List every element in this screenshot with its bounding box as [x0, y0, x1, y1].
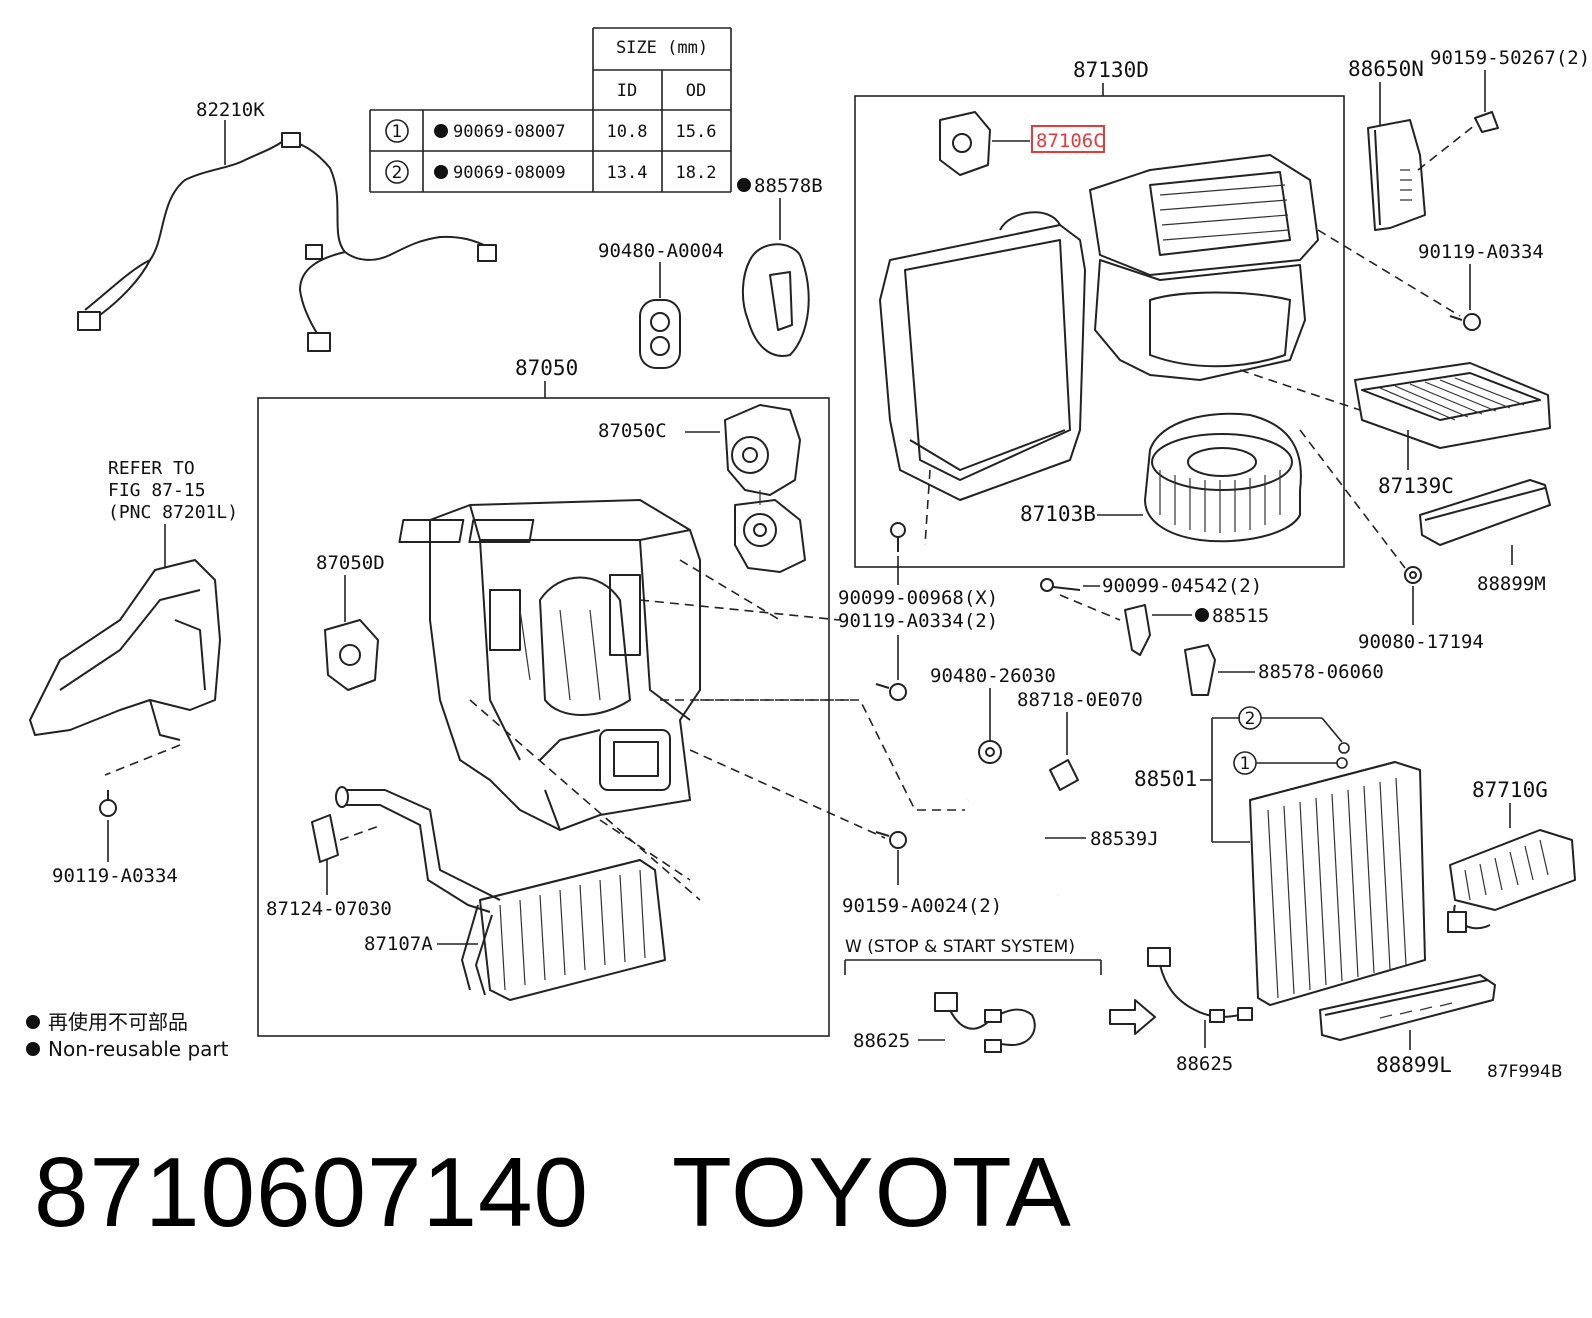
label-88539J: 88539J	[1090, 828, 1159, 850]
label-87130D: 87130D	[1073, 58, 1149, 82]
label-90119-A0334-2: 90119-A0334(2)	[838, 610, 998, 632]
label-88718-0E070: 88718-0E070	[1017, 689, 1143, 711]
legend: 再使用不可部品 Non-reusable part	[26, 1010, 229, 1061]
label-refer-to: REFER TO	[108, 458, 195, 479]
label-87050C: 87050C	[598, 420, 667, 442]
table-row-1-od: 15.6	[676, 122, 717, 142]
screw-90159-50267: 90159-50267(2)	[1430, 47, 1590, 133]
clip-88718-0E070: 88718-0E070	[1017, 689, 1143, 791]
label-90080-17194: 90080-17194	[1358, 631, 1484, 653]
label-88650N: 88650N	[1348, 57, 1424, 81]
label-87107A: 87107A	[364, 933, 433, 955]
label-87050D: 87050D	[316, 552, 385, 574]
circle-label-2: 2	[1245, 709, 1256, 729]
wire-harness-82210K: 82210K	[77, 99, 497, 352]
bolt-90119-A0334-right: 90119-A0334	[1317, 229, 1544, 331]
label-90119-A0334-right: 90119-A0334	[1418, 241, 1544, 263]
label-90099-04542: 90099-04542(2)	[1102, 575, 1262, 597]
table-header-od: OD	[686, 81, 706, 101]
label-90099-00968: 90099-00968(X)	[838, 587, 998, 609]
label-stop-start: W (STOP & START SYSTEM)	[845, 937, 1075, 957]
label-88515: 88515	[1212, 605, 1269, 627]
label-88625-left: 88625	[853, 1030, 910, 1052]
screw-90099-04542: 90099-04542(2)	[1040, 575, 1262, 597]
label-82210K: 82210K	[196, 99, 265, 121]
table-row-2-id: 13.4	[607, 163, 648, 183]
table-row-2-part: 90069-08009	[453, 163, 566, 183]
label-87124-07030: 87124-07030	[266, 898, 392, 920]
clip-88578-06060: 88578-06060	[1184, 644, 1384, 696]
cover-88899L: 88899L	[1319, 974, 1496, 1077]
label-87710G: 87710G	[1472, 778, 1548, 802]
label-refer-fig: FIG 87-15	[108, 480, 206, 501]
clip-90080-17194: 90080-17194	[1299, 429, 1484, 653]
assembly-87050: 87050 87050C 87050D 87107A	[257, 356, 850, 1037]
label-87106C-highlighted: 87106C	[1036, 130, 1105, 152]
label-refer-pnc: (PNC 87201L)	[108, 502, 238, 523]
label-90480-26030: 90480-26030	[930, 665, 1056, 687]
label-88501: 88501	[1134, 767, 1197, 791]
label-90159-A0024: 90159-A0024(2)	[842, 895, 1002, 917]
screws-90099-00968: 90099-00968(X) 90119-A0334(2)	[838, 522, 998, 701]
size-table: SIZE (mm) ID OD 1 90069-08007 10.8 15.6 …	[369, 27, 732, 193]
label-90159-50267: 90159-50267(2)	[1430, 47, 1590, 69]
table-row-1-num: 1	[392, 122, 403, 142]
label-88899L: 88899L	[1376, 1053, 1452, 1077]
figure-code: 87F994B	[1487, 1062, 1563, 1082]
grommet-90480-26030: 90480-26030	[930, 665, 1056, 764]
label-88578-06060: 88578-06060	[1258, 661, 1384, 683]
heater-87710G: 87710G	[1447, 778, 1576, 933]
circle-label-1: 1	[1240, 754, 1251, 774]
legend-japanese: 再使用不可部品	[48, 1010, 188, 1034]
label-87139C: 87139C	[1378, 474, 1454, 498]
label-88625-right: 88625	[1176, 1053, 1233, 1075]
blower-assembly-87130D: 87130D 87106C 87103B	[854, 58, 1345, 568]
seal-88578B: 88578B	[737, 175, 823, 357]
evaporator-88501: 88501 2 1	[1134, 706, 1426, 1006]
table-header-id: ID	[617, 81, 637, 101]
label-87050: 87050	[515, 356, 578, 380]
amplifier-88650N: 88650N	[1348, 57, 1476, 231]
valve-88515: 88515	[1059, 594, 1269, 656]
table-row-1-id: 10.8	[607, 122, 648, 142]
table-row-1-part: 90069-08007	[453, 122, 566, 142]
table-header-size: SIZE (mm)	[616, 38, 708, 58]
grommet-90480-A0004: 90480-A0004	[598, 240, 724, 369]
brand-name: TOYOTA	[671, 1137, 1072, 1247]
label-90480-A0004: 90480-A0004	[598, 240, 724, 262]
duct-reference: REFER TO FIG 87-15 (PNC 87201L) 90119-A0…	[29, 458, 238, 887]
table-row-2-num: 2	[392, 163, 403, 183]
part-number: 8710607140	[34, 1137, 590, 1247]
label-88899M: 88899M	[1477, 573, 1546, 595]
label-87103B: 87103B	[1020, 502, 1096, 526]
label-90119-A0334-left: 90119-A0334	[52, 865, 178, 887]
hose-88539J: 88539J	[700, 699, 1159, 896]
stop-start-section: W (STOP & START SYSTEM) 88625 88625	[844, 937, 1253, 1075]
cover-88899M: 88899M	[1419, 479, 1551, 595]
label-88578B: 88578B	[754, 175, 823, 197]
legend-english: Non-reusable part	[48, 1037, 229, 1061]
filter-87139C: 87139C	[1239, 362, 1551, 498]
screw-90159-A0024: 90159-A0024(2)	[689, 749, 1002, 917]
table-row-2-od: 18.2	[676, 163, 717, 183]
part-number-footer: 8710607140 TOYOTA	[34, 1136, 1072, 1249]
